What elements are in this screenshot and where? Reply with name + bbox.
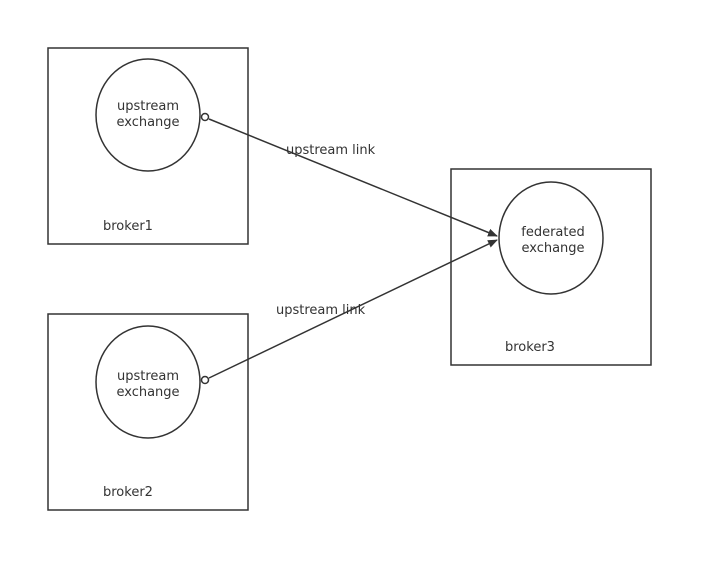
broker2-upstream-exchange-node	[95, 325, 201, 439]
broker3-box: federated exchange broker3	[450, 168, 652, 366]
broker3-label: broker3	[505, 340, 555, 355]
broker2-node-label-line1: upstream	[117, 369, 179, 384]
broker3-federated-exchange-node	[498, 181, 604, 295]
broker3-node-label-line2: exchange	[521, 241, 584, 256]
broker1-upstream-exchange-node	[95, 58, 201, 172]
upstream-link-1-line	[208, 118, 498, 237]
broker1-node-label-line1: upstream	[117, 99, 179, 114]
broker2-node-label-line2: exchange	[116, 385, 179, 400]
upstream-link-2: upstream link	[200, 239, 498, 385]
broker1-label: broker1	[103, 219, 153, 234]
broker1-node-label-line2: exchange	[116, 115, 179, 130]
upstream-link-2-origin-dot	[200, 375, 210, 385]
broker2-box: upstream exchange broker2	[47, 313, 249, 511]
upstream-link-2-label: upstream link	[276, 303, 366, 318]
upstream-link-1: upstream link	[200, 112, 498, 237]
broker2-label: broker2	[103, 485, 153, 500]
upstream-link-1-label: upstream link	[286, 143, 376, 158]
broker3-node-label-line1: federated	[521, 225, 584, 240]
upstream-link-1-origin-dot	[200, 112, 210, 122]
upstream-link-2-line	[208, 239, 498, 379]
broker1-box: upstream exchange broker1	[47, 47, 249, 245]
